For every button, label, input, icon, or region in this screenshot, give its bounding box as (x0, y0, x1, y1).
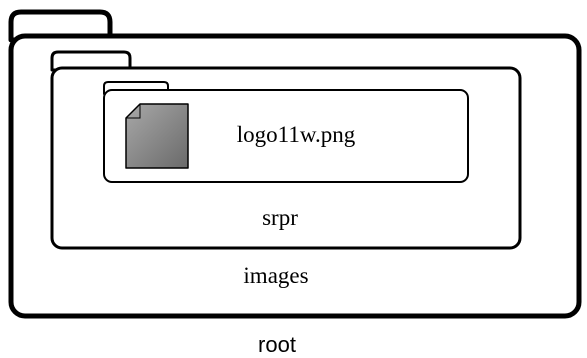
root-folder-tab (8, 9, 113, 43)
images-folder-tab (50, 50, 132, 72)
srpr-folder-label: srpr (262, 205, 298, 230)
document-icon (125, 103, 189, 169)
file-name-label: logo11w.png (237, 122, 356, 147)
srpr-folder (103, 81, 469, 183)
images-folder-label: images (243, 263, 308, 288)
root-folder-label: root (258, 332, 296, 357)
document-icon-fold (126, 104, 141, 119)
srpr-folder-body (103, 89, 469, 183)
